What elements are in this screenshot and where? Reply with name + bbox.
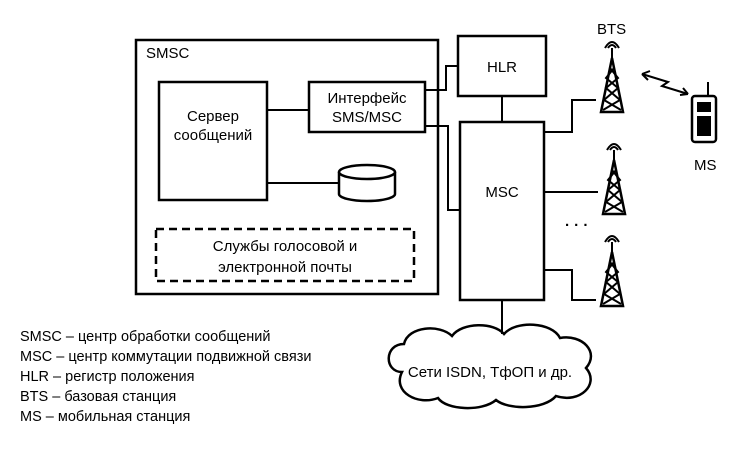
voice-mail-label-1: Службы голосовой и: [213, 238, 358, 255]
smsc-title: SMSC: [146, 45, 190, 62]
interface-msc-link: [425, 125, 460, 211]
bts-tower-icon: [599, 235, 625, 308]
message-server-label-2: сообщений: [174, 127, 253, 144]
legend: SMSC – центр обработки сообщений MSC – ц…: [20, 329, 311, 425]
legend-item: BTS – базовая станция: [20, 389, 176, 405]
msc-label: MSC: [485, 184, 519, 201]
networks-label: Сети ISDN, ТфОП и др.: [408, 364, 572, 381]
voice-mail-label-2: электронной почты: [218, 259, 352, 276]
more-bts-ellipsis-1: · · ·: [565, 217, 588, 234]
bts-label: BTS: [597, 21, 626, 38]
bts-tower-icon: [599, 41, 625, 114]
message-server-label-1: Сервер: [187, 108, 239, 125]
legend-item: SMSC – центр обработки сообщений: [20, 329, 271, 345]
database-icon: [337, 163, 397, 203]
legend-item: MSC – центр коммутации подвижной связи: [20, 349, 311, 365]
mobile-phone-icon: [690, 82, 718, 144]
legend-item: HLR – регистр положения: [20, 369, 194, 385]
msc-bts3-link: [544, 269, 596, 301]
networks-cloud: [387, 323, 593, 410]
hlr-label: HLR: [487, 59, 517, 76]
message-server-box: [157, 80, 269, 202]
msc-bts1-link: [544, 99, 596, 133]
sms-msc-interface-label-1: Интерфейс: [327, 90, 407, 107]
interface-hlr-link: [425, 65, 458, 91]
ms-label: MS: [694, 157, 717, 174]
bts-tower-icon: [601, 143, 627, 216]
sms-msc-interface-box: [307, 80, 427, 134]
msc-box: [458, 120, 546, 302]
radio-link-icon: [641, 73, 689, 95]
legend-item: MS – мобильная станция: [20, 409, 190, 425]
smsc-frame: [134, 38, 440, 296]
sms-msc-interface-label-2: SMS/MSC: [332, 109, 402, 126]
